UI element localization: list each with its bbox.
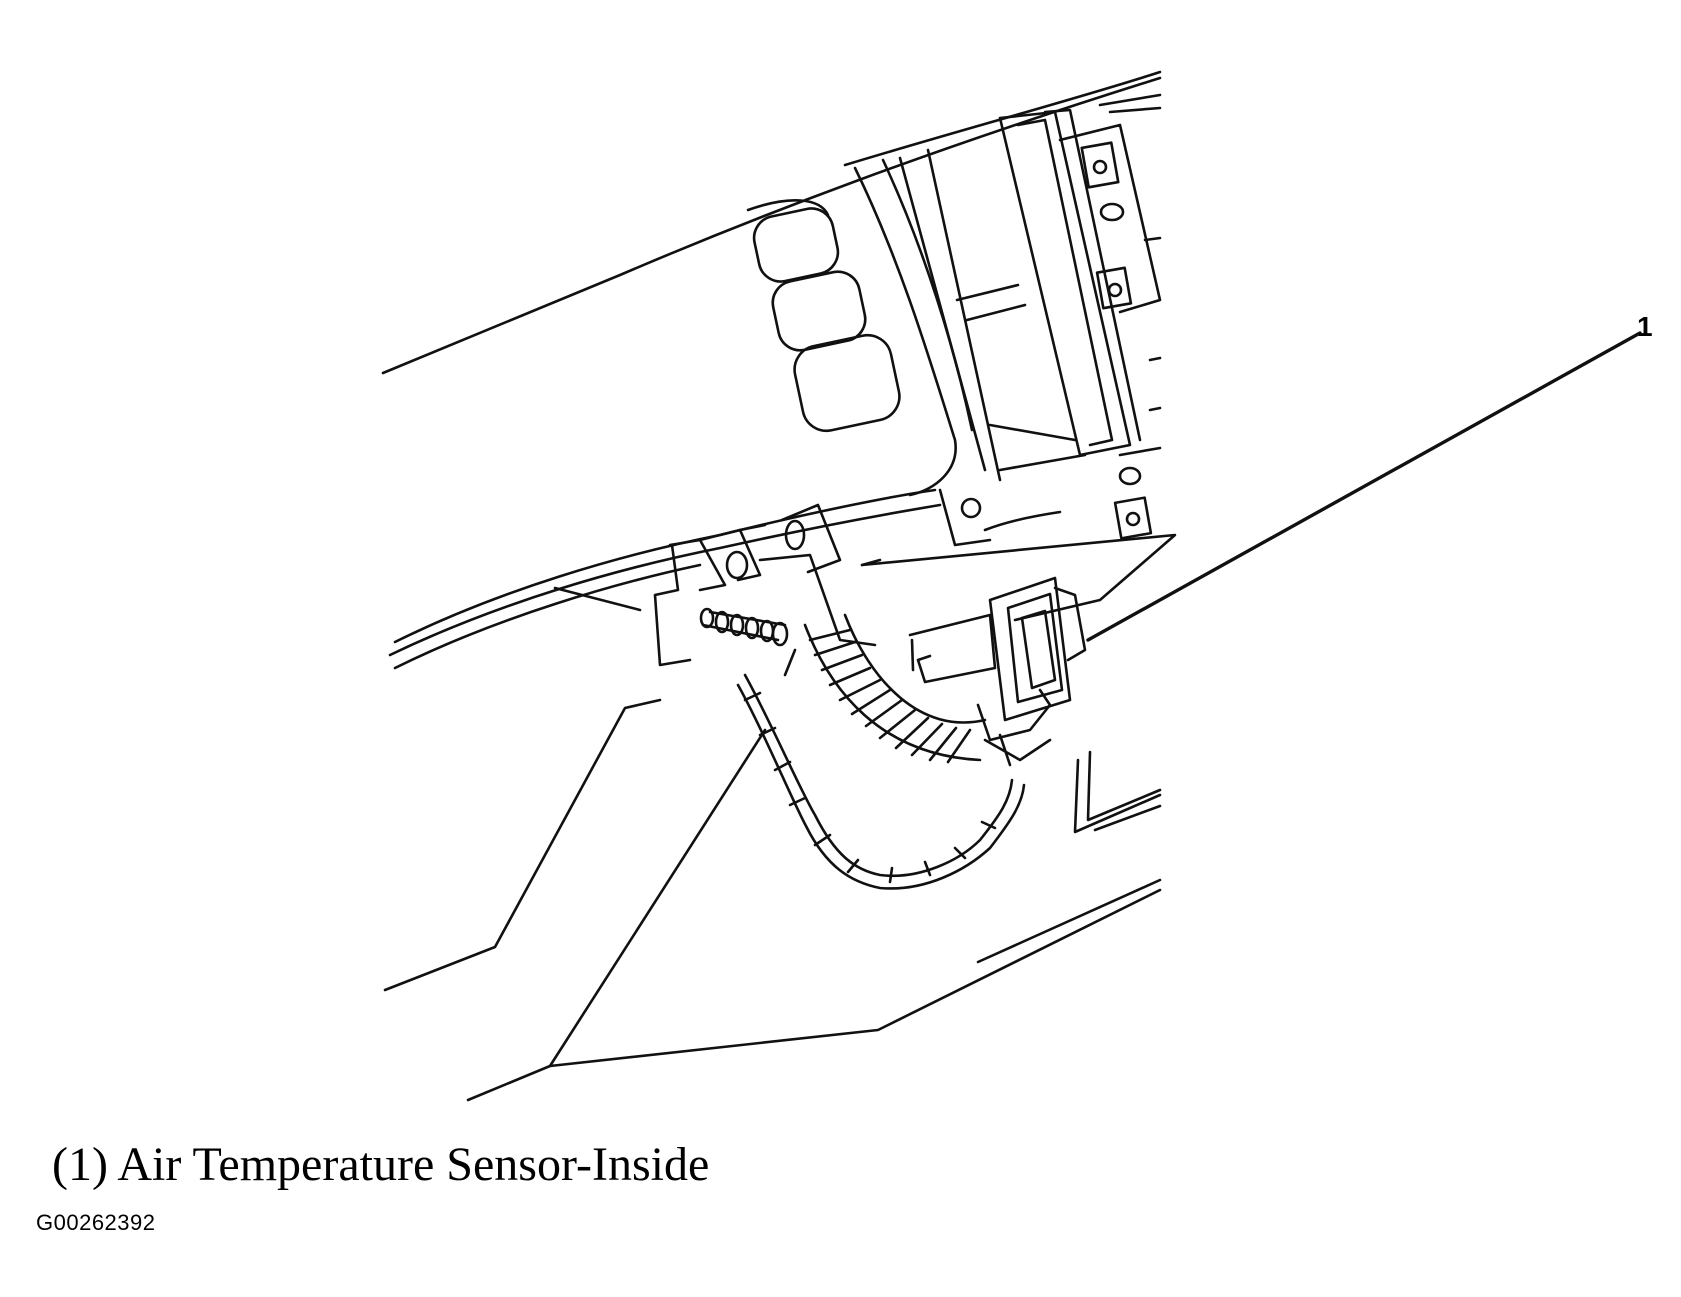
callout-leader xyxy=(1086,331,1642,642)
vent-pad-group xyxy=(746,199,901,433)
housing-bezel xyxy=(853,148,1002,497)
dash-top-panel xyxy=(381,70,1162,375)
figure-id: G00262392 xyxy=(36,1210,156,1235)
lower-body-lines xyxy=(383,648,1162,1102)
corrugated-harness xyxy=(803,613,987,764)
threaded-stud xyxy=(699,607,789,647)
callout-number: 1 xyxy=(1637,311,1653,342)
pigtail-wire xyxy=(736,673,1026,890)
brace-plate xyxy=(860,488,1177,622)
mounting-bracket xyxy=(1058,93,1162,540)
sensor-bracket xyxy=(653,503,877,667)
side-trim xyxy=(1073,750,1162,834)
opening-frame xyxy=(955,108,1142,532)
diagram-caption: (1) Air Temperature Sensor-Inside xyxy=(52,1138,710,1191)
air-temperature-sensor xyxy=(908,576,1087,767)
